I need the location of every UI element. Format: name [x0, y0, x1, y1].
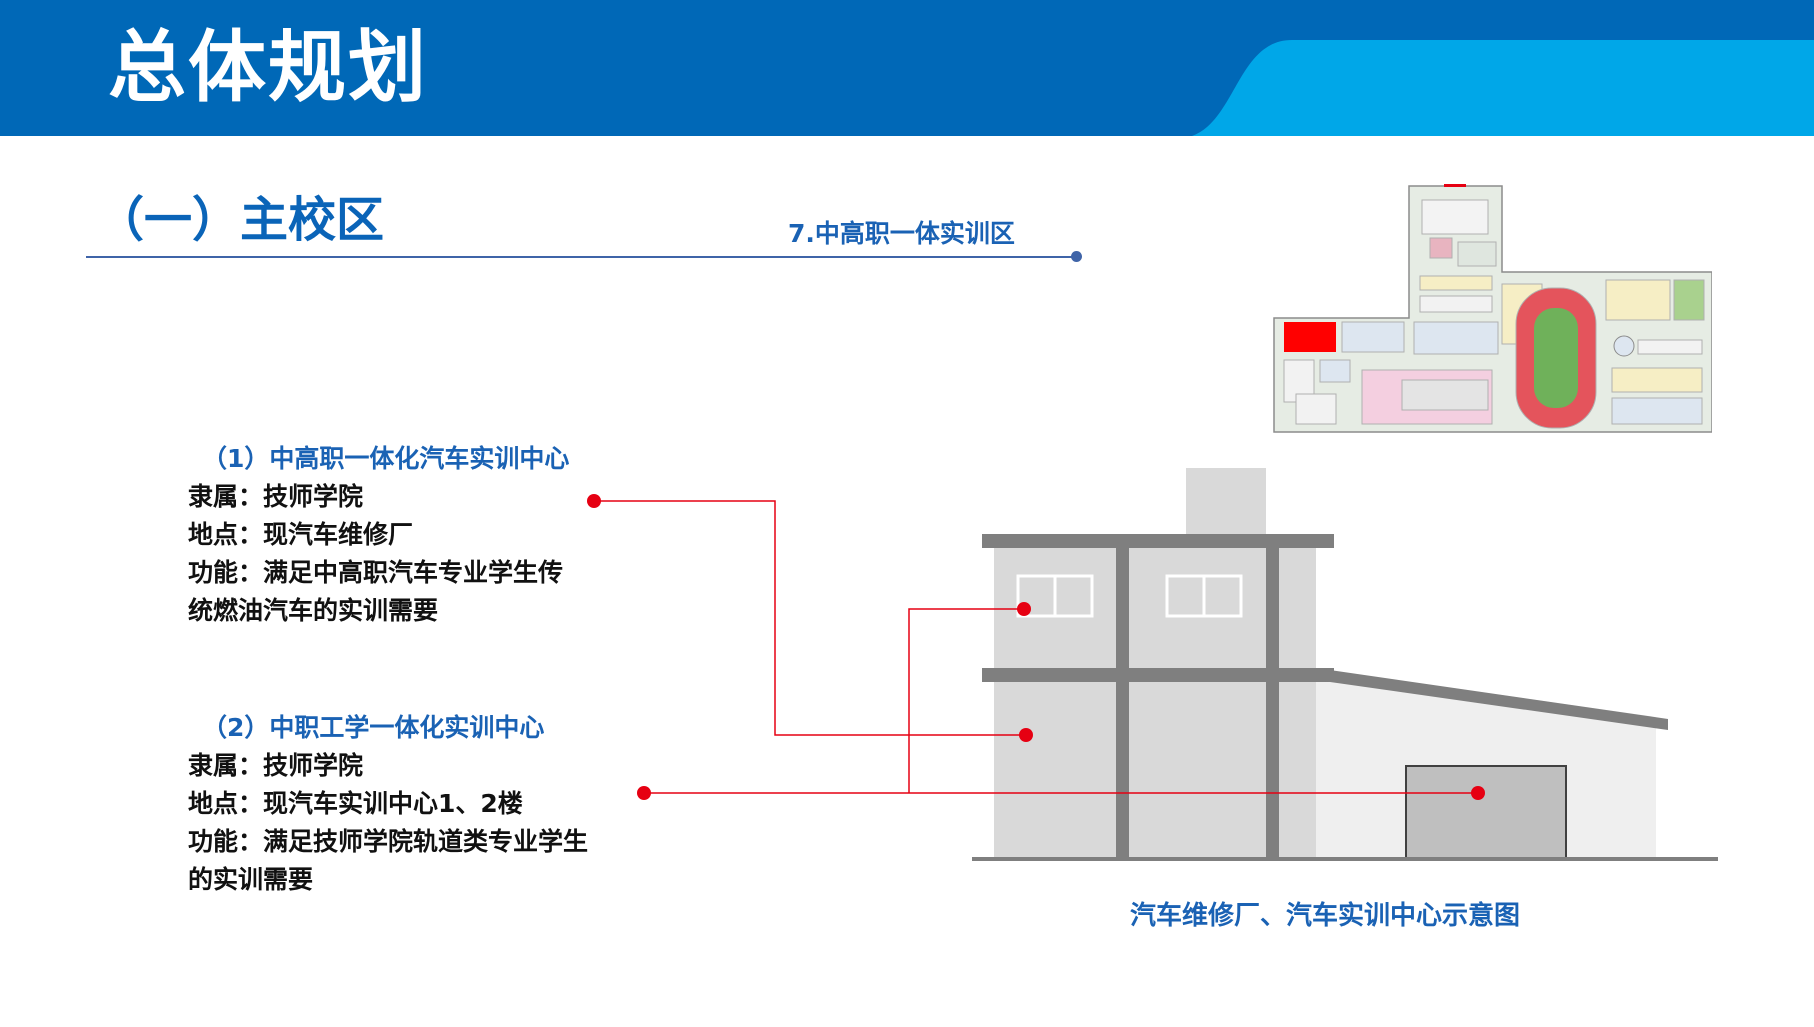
marker-dot [587, 494, 601, 508]
item-function-line: 功能：满足技师学院轨道类专业学生 [188, 827, 589, 856]
header-accent-shape [1192, 40, 1814, 136]
item-function-line: 统燃油汽车的实训需要 [188, 596, 439, 625]
window [1016, 574, 1094, 618]
item-location: 地点：现汽车维修厂 [188, 520, 414, 549]
item-function-line: 的实训需要 [188, 865, 314, 894]
campus-map-thumbnail [1273, 184, 1712, 433]
floor-slab [982, 668, 1334, 682]
item-title: （2）中职工学一体化实训中心 [202, 713, 545, 742]
marker-dot [1017, 602, 1031, 616]
annex-roof [1316, 668, 1668, 730]
window [1165, 574, 1243, 618]
item-block-2: （2）中职工学一体化实训中心 隶属：技师学院 地点：现汽车实训中心1、2楼 功能… [188, 709, 648, 899]
building-column [1266, 548, 1279, 858]
target-zone-marker [1284, 322, 1336, 352]
diagram-caption: 汽车维修厂、汽车实训中心示意图 [1130, 901, 1521, 931]
main-building [994, 548, 1316, 858]
roof-slab [982, 534, 1334, 548]
item-affiliation: 隶属：技师学院 [188, 751, 364, 780]
header-banner: 总体规划 [0, 0, 1814, 136]
marker-dot [1019, 728, 1033, 742]
marker-dot [1471, 786, 1485, 800]
page-title: 总体规划 [108, 23, 429, 113]
chimney [1186, 468, 1266, 538]
marker-dot [637, 786, 651, 800]
item-affiliation: 隶属：技师学院 [188, 482, 364, 511]
item-function-line: 功能：满足中高职汽车专业学生传 [188, 558, 564, 587]
building-column [1116, 548, 1129, 858]
item-block-1: （1）中高职一体化汽车实训中心 隶属：技师学院 地点：现汽车维修厂 功能：满足中… [188, 440, 648, 630]
item-title: （1）中高职一体化汽车实训中心 [202, 444, 570, 473]
item-location: 地点：现汽车实训中心1、2楼 [188, 789, 523, 818]
divider-end-dot [1071, 251, 1082, 262]
connector-lines [594, 500, 1478, 794]
ground-line [972, 857, 1718, 861]
section-title: （一）主校区 [96, 192, 385, 248]
section-divider [86, 256, 1076, 258]
section-subtitle: 7.中高职一体实训区 [788, 219, 1015, 248]
garage-door [1405, 765, 1567, 859]
